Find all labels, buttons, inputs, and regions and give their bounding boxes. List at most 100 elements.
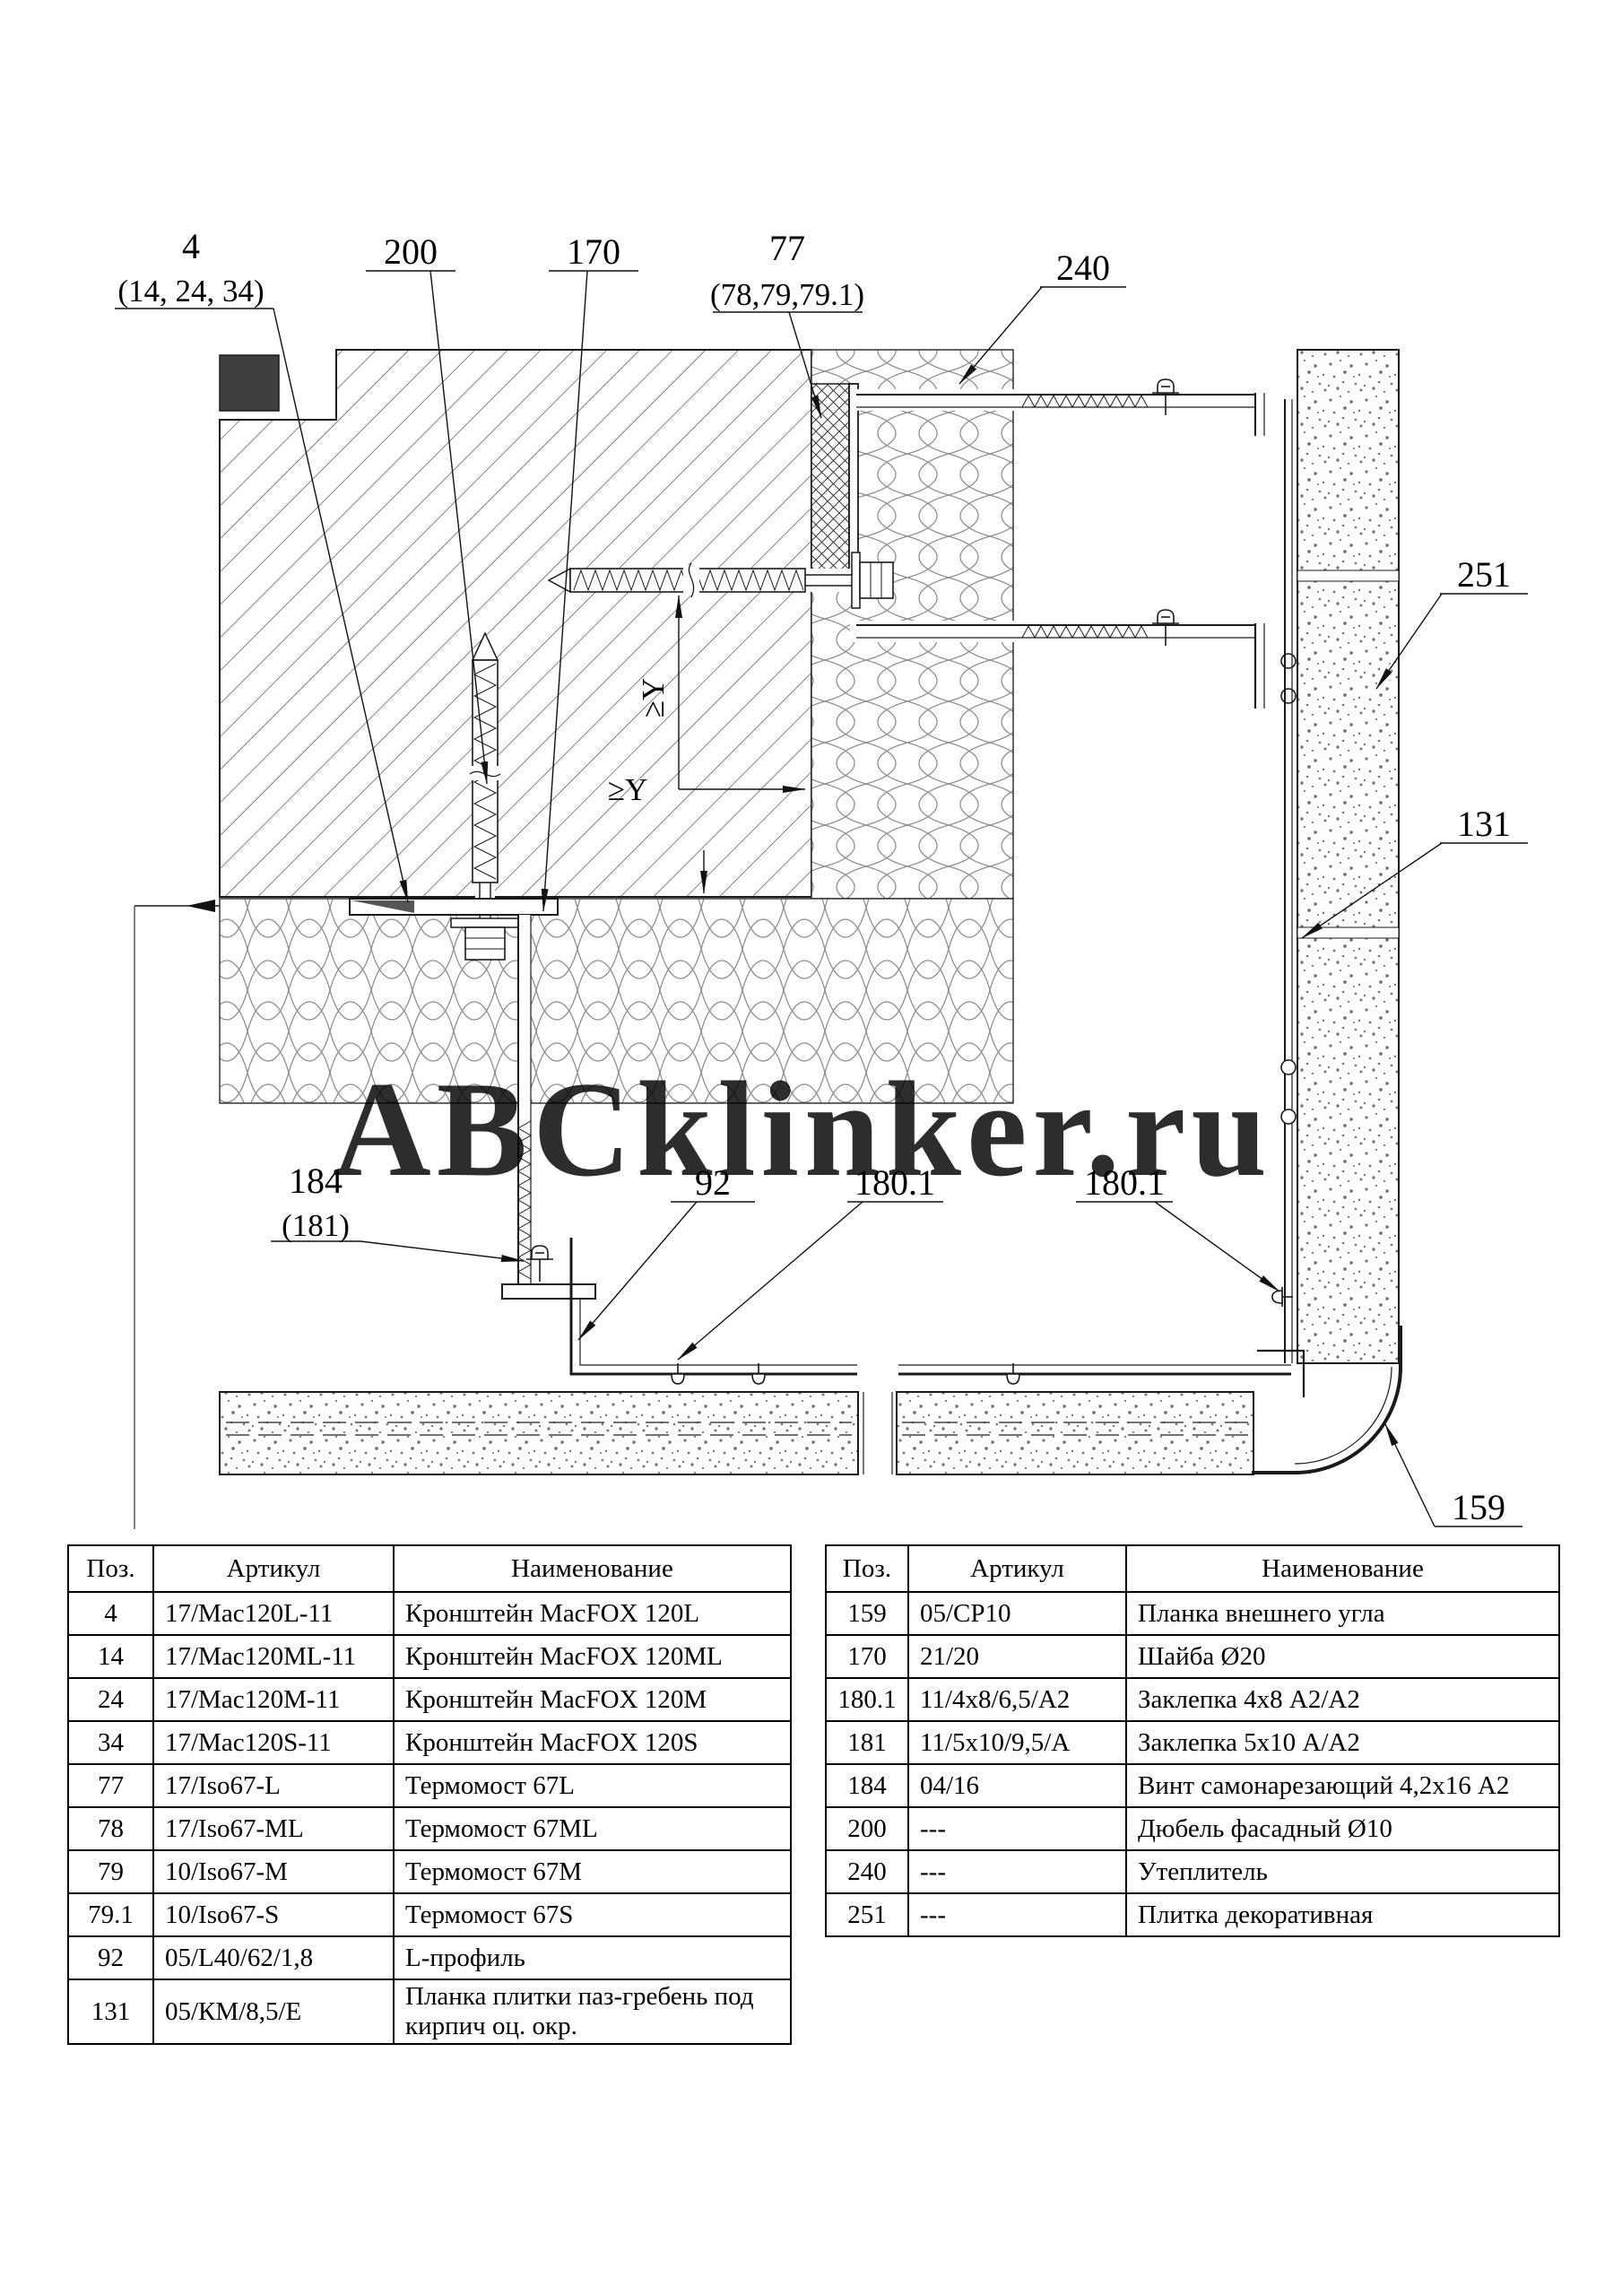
rivet-icon (748, 1362, 769, 1385)
table-row: 200 --- Дюбель фасадный Ø10 (825, 1806, 1560, 1851)
cell-art: 21/20 (907, 1634, 1127, 1679)
parts-table-left: Поз. Артикул Наименование 4 17/Mac120L-1… (67, 1544, 792, 2045)
table-row: 14 17/Mac120ML-11 Кронштейн MacFOX 120ML (67, 1634, 792, 1679)
cell-art: 11/5x10/9,5/А (907, 1720, 1127, 1765)
table-row: 4 17/Mac120L-11 Кронштейн MacFOX 120L (67, 1591, 792, 1636)
col-header-art: Артикул (152, 1544, 395, 1593)
cell-name: Дюбель фасадный Ø10 (1125, 1806, 1560, 1851)
cell-art: --- (907, 1806, 1127, 1851)
cell-art: 17/Iso67-L (152, 1763, 395, 1808)
cell-pos: 240 (825, 1849, 909, 1894)
parts-table-right: Поз. Артикул Наименование 159 05/СР10 Пл… (825, 1544, 1560, 1937)
col-header-art: Артикул (907, 1544, 1127, 1593)
table-row: 24 17/Mac120M-11 Кронштейн MacFOX 120M (67, 1677, 792, 1722)
cell-art: 17/Mac120L-11 (152, 1591, 395, 1636)
cell-art: --- (907, 1892, 1127, 1937)
rivet-icon (1280, 688, 1297, 704)
cell-pos: 77 (67, 1763, 154, 1808)
col-header-name: Наименование (1125, 1544, 1560, 1593)
cell-pos: 14 (67, 1634, 154, 1679)
cell-name: Плитка декоративная (1125, 1892, 1560, 1937)
col-header-pos: Поз. (67, 1544, 154, 1593)
cell-name: L-профиль (393, 1935, 792, 1980)
rivet-icon (1280, 653, 1297, 669)
cell-pos: 159 (825, 1591, 909, 1636)
cell-name: Заклепка 4x8 А2/А2 (1125, 1677, 1560, 1722)
cell-pos: 92 (67, 1935, 154, 1980)
rivet-icon (667, 1362, 689, 1385)
table-row: 184 04/16 Винт самонарезающий 4,2x16 А2 (825, 1763, 1560, 1808)
corner-trim-159 (1252, 1326, 1402, 1474)
callout-labels: 4 (14, 24, 34) 200 170 77 (78,79,79.1) 2… (117, 226, 1511, 1527)
callout-184-sub: (181) (282, 1208, 350, 1243)
rivet-icon (1280, 1059, 1297, 1075)
callout-251: 251 (1457, 554, 1511, 595)
cell-art: 05/L40/62/1,8 (152, 1935, 395, 1980)
screw-icon (1151, 378, 1180, 416)
cell-name: Термомост 67ML (393, 1806, 792, 1851)
cell-pos: 251 (825, 1892, 909, 1937)
col-header-name: Наименование (393, 1544, 792, 1593)
table-row: 181 11/5x10/9,5/А Заклепка 5x10 А/А2 (825, 1720, 1560, 1765)
wall-section (134, 349, 812, 1529)
cell-art: 10/Iso67-M (152, 1849, 395, 1894)
callout-77: 77 (769, 228, 805, 268)
l-profile-92 (569, 1238, 857, 1385)
cell-pos: 184 (825, 1763, 909, 1808)
cell-pos: 200 (825, 1806, 909, 1851)
cell-art: 04/16 (907, 1763, 1127, 1808)
cell-art: 11/4x8/6,5/А2 (907, 1677, 1127, 1722)
table-row: 240 --- Утеплитель (825, 1849, 1560, 1894)
table-row: 170 21/20 Шайба Ø20 (825, 1634, 1560, 1679)
table-row: 79.1 10/Iso67-S Термомост 67S (67, 1892, 792, 1937)
table-row: 77 17/Iso67-L Термомост 67L (67, 1763, 792, 1808)
dim-y-vertical: ≥Y (636, 678, 671, 718)
table-row: 34 17/Mac120S-11 Кронштейн MacFOX 120S (67, 1720, 792, 1765)
cell-art: 17/Mac120M-11 (152, 1677, 395, 1722)
callout-180-1-b: 180.1 (1084, 1162, 1165, 1203)
rivet-icon (1002, 1362, 1024, 1385)
cell-art: 17/Mac120ML-11 (152, 1634, 395, 1679)
bottom-profile-right (898, 1349, 1305, 1397)
rivet-icon (1280, 1109, 1297, 1125)
table-row: 92 05/L40/62/1,8 L-профиль (67, 1935, 792, 1980)
cell-art: 17/Mac120S-11 (152, 1720, 395, 1765)
cell-name: Винт самонарезающий 4,2x16 А2 (1125, 1763, 1560, 1808)
dimension-y: ≥Y ≥Y (608, 595, 806, 894)
cell-art: --- (907, 1849, 1127, 1894)
tile-cladding-bottom (219, 1391, 1254, 1475)
callout-4-sub: (14, 24, 34) (117, 274, 264, 309)
cell-name: Планка плитки паз-гребень под кирпич оц.… (393, 1979, 792, 2045)
cell-name: Шайба Ø20 (1125, 1634, 1560, 1679)
cell-pos: 79 (67, 1849, 154, 1894)
cell-pos: 79.1 (67, 1892, 154, 1937)
cell-pos: 170 (825, 1634, 909, 1679)
callout-200: 200 (384, 231, 438, 272)
callout-170: 170 (567, 231, 620, 272)
screw-icon (1151, 609, 1180, 647)
cell-pos: 4 (67, 1591, 154, 1636)
callout-92: 92 (695, 1162, 731, 1203)
bracket-arm-top (850, 378, 1265, 436)
leader-lines (115, 270, 1528, 1527)
cell-name: Кронштейн MacFOX 120L (393, 1591, 792, 1636)
cell-pos: 24 (67, 1677, 154, 1722)
callout-159: 159 (1452, 1487, 1505, 1527)
table-row: 79 10/Iso67-M Термомост 67M (67, 1849, 792, 1894)
cell-art: 17/Iso67-ML (152, 1806, 395, 1851)
anchor-horizontal (547, 552, 894, 609)
bracket-arm-mid (850, 609, 1297, 709)
technical-drawing: ≥Y ≥Y 4 (14, 24, 34) 200 170 77 (115, 226, 1528, 1529)
dim-y-horizontal: ≥Y (608, 772, 648, 807)
cell-art: 05/СР10 (907, 1591, 1127, 1636)
table-row: 251 --- Плитка декоративная (825, 1892, 1560, 1937)
table-row: 159 05/СР10 Планка внешнего угла (825, 1591, 1560, 1636)
cell-name: Планка внешнего угла (1125, 1591, 1560, 1636)
rivet-icon (1271, 1286, 1294, 1308)
tile-plank-131 (1271, 399, 1297, 1363)
cell-pos: 181 (825, 1720, 909, 1765)
cell-name: Кронштейн MacFOX 120M (393, 1677, 792, 1722)
table-header-row: Поз. Артикул Наименование (67, 1544, 792, 1593)
callout-4: 4 (182, 226, 200, 266)
